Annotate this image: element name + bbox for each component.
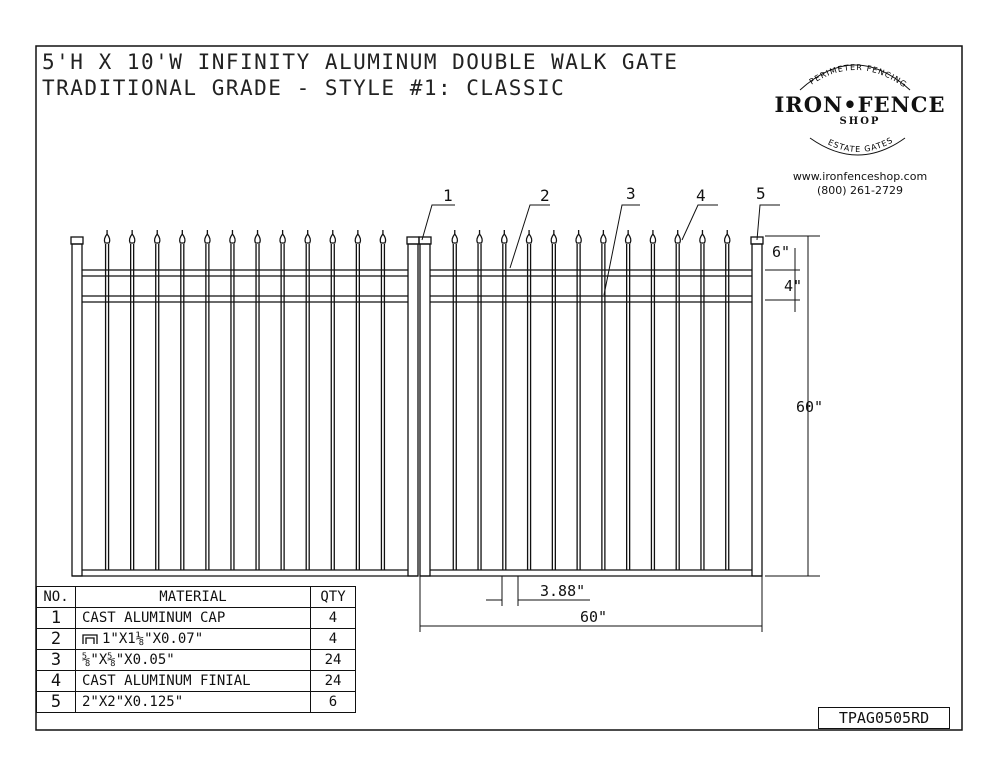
drawing-title-line1: 5'H X 10'W INFINITY ALUMINUM DOUBLE WALK… <box>42 50 679 74</box>
table-row: 5 2"X2"X0.125" 6 <box>36 691 356 713</box>
bom-no: 5 <box>36 691 76 713</box>
callout-5: 5 <box>756 184 766 203</box>
finial <box>476 232 483 244</box>
gate-post <box>419 243 431 577</box>
finial <box>279 232 286 244</box>
post-cap <box>70 236 84 245</box>
finial <box>575 232 582 244</box>
finial <box>501 232 508 244</box>
bom-material-cell: 1"X1⅛"X0.07" <box>75 628 311 650</box>
finial <box>624 232 632 244</box>
logo-wordmark: IRON•FENCE <box>774 92 946 117</box>
finial <box>525 232 533 244</box>
dim-leaf-width: 60" <box>580 608 608 626</box>
finial <box>379 232 387 244</box>
logo-phone[interactable]: (800) 261-2729 <box>816 184 904 197</box>
finial <box>649 232 657 244</box>
bom-material: CAST ALUMINUM FINIAL <box>75 670 311 692</box>
bom-header-material: MATERIAL <box>75 586 311 608</box>
post-cap <box>418 236 432 245</box>
bom-material: 1"X1⅛"X0.07" <box>102 631 204 647</box>
bom-no: 1 <box>36 607 76 629</box>
bom-qty: 24 <box>310 670 356 692</box>
finial <box>723 232 731 244</box>
bom-material: 2"X2"X0.125" <box>75 691 311 713</box>
bom-material: CAST ALUMINUM CAP <box>75 607 311 629</box>
dimension-lines <box>419 235 820 632</box>
callout-leaders <box>421 204 780 296</box>
finial <box>153 232 161 244</box>
bom-qty: 24 <box>310 649 356 671</box>
gate-drawing <box>70 230 764 577</box>
gate-post <box>71 243 83 577</box>
logo-website[interactable]: www.ironfenceshop.com <box>792 170 928 183</box>
logo-sub: SHOP <box>839 116 881 127</box>
finial <box>550 232 558 244</box>
finial <box>254 232 261 244</box>
bill-of-materials: NO. MATERIAL QTY 1 CAST ALUMINUM CAP 4 2… <box>36 586 356 713</box>
finial <box>451 232 459 244</box>
bom-qty: 6 <box>310 691 356 713</box>
gate-post <box>407 243 419 577</box>
callout-1: 1 <box>443 186 453 205</box>
logo-top-arc <box>799 64 911 91</box>
table-row: 4 CAST ALUMINUM FINIAL 24 <box>36 670 356 692</box>
bom-no: 3 <box>36 649 76 671</box>
dim-rail-spacing: 4" <box>784 277 803 295</box>
logo-tagline-bottom: ESTATE GATES <box>827 135 894 154</box>
dim-picket-spacing: 3.88" <box>540 582 586 600</box>
bom-no: 4 <box>36 670 76 692</box>
svg-text:ESTATE GATES: ESTATE GATES <box>827 135 895 154</box>
gate-post <box>751 243 763 577</box>
dim-top-rail-offset: 6" <box>772 243 791 261</box>
bom-header-no: NO. <box>36 586 76 608</box>
table-row: 3 ⅝"X⅝"X0.05" 24 <box>36 649 356 671</box>
callout-4: 4 <box>696 186 706 205</box>
finial <box>354 232 362 244</box>
finial <box>674 232 681 244</box>
finial <box>600 232 607 244</box>
logo-tagline-top: PERIMETER FENCING <box>808 63 908 90</box>
bom-header-qty: QTY <box>310 586 356 608</box>
bom-no: 2 <box>36 628 76 650</box>
finial <box>103 232 111 244</box>
logo-bottom-arc <box>809 137 906 156</box>
finial <box>329 232 337 244</box>
drawing-code: TPAG0505RD <box>818 707 950 729</box>
dim-height: 60" <box>796 398 824 416</box>
bom-qty: 4 <box>310 628 356 650</box>
table-row: 2 1"X1⅛"X0.07" 4 <box>36 628 356 650</box>
bom-material: ⅝"X⅝"X0.05" <box>75 649 311 671</box>
channel-icon <box>82 633 98 644</box>
callout-3: 3 <box>626 184 636 203</box>
finial <box>304 232 311 244</box>
logo-arc-text: PERIMETER FENCING ESTATE GATES <box>808 63 909 154</box>
sheet-border <box>35 45 963 731</box>
finial <box>204 232 211 244</box>
drawing-title-line2: TRADITIONAL GRADE - STYLE #1: CLASSIC <box>42 76 566 100</box>
callout-2: 2 <box>540 186 550 205</box>
finial <box>128 232 136 244</box>
bom-header-row: NO. MATERIAL QTY <box>36 586 356 608</box>
finial <box>699 232 706 244</box>
finial <box>229 232 236 244</box>
post-cap <box>406 236 420 245</box>
finial <box>179 232 186 244</box>
table-row: 1 CAST ALUMINUM CAP 4 <box>36 607 356 629</box>
svg-text:PERIMETER FENCING: PERIMETER FENCING <box>808 63 909 90</box>
bom-qty: 4 <box>310 607 356 629</box>
